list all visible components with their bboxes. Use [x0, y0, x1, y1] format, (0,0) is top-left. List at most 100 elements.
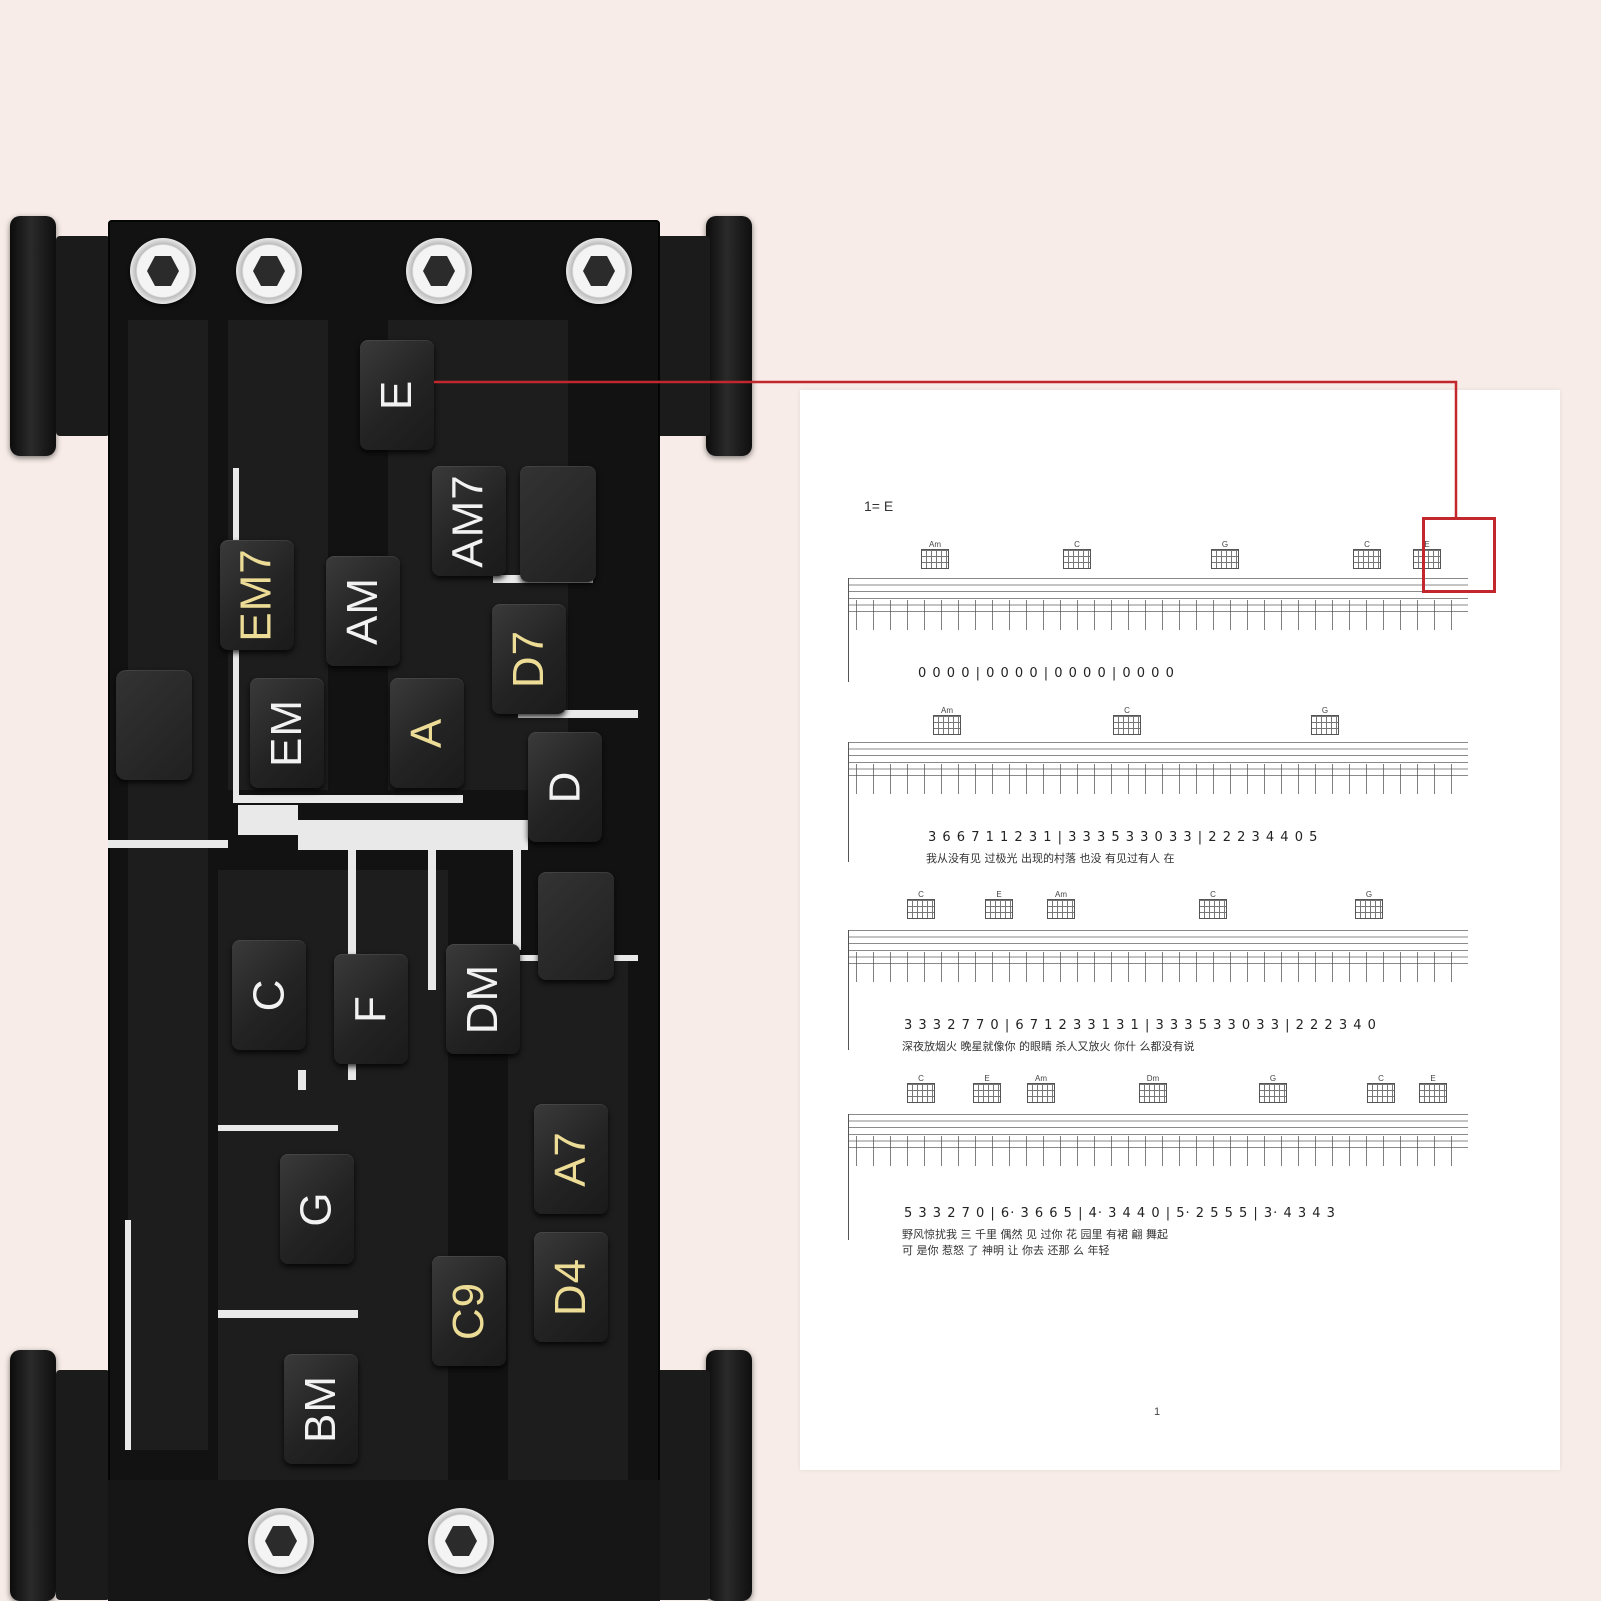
chord-diagram-name: E	[996, 890, 1002, 899]
slot-channel	[298, 820, 528, 850]
chord-diagram-name: E	[1430, 1074, 1436, 1083]
chord-key-E[interactable]: E	[360, 340, 434, 450]
rail	[128, 320, 208, 1450]
chord-key-label: C9	[444, 1281, 493, 1341]
slot-channel	[233, 795, 463, 803]
clamp-tab	[656, 236, 710, 436]
top-right-clamp	[706, 216, 752, 456]
slot-channel	[298, 1070, 306, 1090]
screw	[248, 1508, 314, 1574]
chord-diagram-name: C	[1210, 890, 1216, 899]
numbered-notation: 3 6 6 7 1 1 2 3 1 | 3 3 3 5 3 3 0 3 3 | …	[928, 830, 1319, 845]
chord-key-A7[interactable]: A7	[534, 1104, 608, 1214]
rail	[108, 1480, 660, 1601]
chord-diagram-name: G	[1321, 706, 1329, 715]
chord-grid-icon	[1259, 1083, 1287, 1103]
chord-diagram-name: C	[1124, 706, 1130, 715]
chord-diagram-name: Dm	[1146, 1074, 1160, 1083]
chord-grid-icon	[1355, 899, 1383, 919]
chord-grid-icon	[907, 899, 935, 919]
chord-grid-icon	[1211, 549, 1239, 569]
chord-key-label: A7	[545, 1131, 595, 1187]
numbered-notation: 3 3 3 2 7 7 0 | 6 7 1 2 3 3 1 3 1 | 3 3 …	[904, 1018, 1377, 1033]
blank-key[interactable]	[520, 466, 596, 582]
lyrics-line: 野风惊扰我 三 千里 偶然 见 过你 花 园里 有裙 翩 舞起	[902, 1228, 1168, 1241]
chord-grid-icon	[1367, 1083, 1395, 1103]
chord-grid-icon	[921, 549, 949, 569]
bottom-left-clamp	[10, 1350, 56, 1601]
chord-diagram-name: Am	[929, 540, 941, 549]
chord-grid-icon	[1419, 1083, 1447, 1103]
chord-diagram-name: C	[1364, 540, 1370, 549]
chord-key-DM[interactable]: DM	[446, 944, 520, 1054]
chord-diagram-name: G	[1365, 890, 1373, 899]
side-slider[interactable]	[116, 670, 192, 780]
chord-diagram-highlighted: E	[1412, 540, 1442, 569]
screw	[406, 238, 472, 304]
slot-channel	[218, 1125, 338, 1131]
chord-key-BM[interactable]: BM	[284, 1354, 358, 1464]
chord-grid-icon	[1113, 715, 1141, 735]
chord-diagram: E	[1418, 1074, 1448, 1103]
screw	[236, 238, 302, 304]
chord-diagram-name: Am	[941, 706, 953, 715]
clamp-tab	[56, 236, 110, 436]
numbered-notation: 0 0 0 0 | 0 0 0 0 | 0 0 0 0 | 0 0 0 0	[918, 666, 1175, 681]
chord-key-AM[interactable]: AM	[326, 556, 400, 666]
chord-key-label: BM	[296, 1375, 345, 1443]
chord-key-A[interactable]: A	[390, 678, 464, 788]
chord-grid-icon	[1063, 549, 1091, 569]
rhythm-stems	[856, 1136, 1464, 1166]
lyrics-line: 可 是你 惹怒 了 神明 让 你去 还那 么 年轻	[902, 1244, 1110, 1257]
slot-channel	[218, 1310, 358, 1318]
numbered-notation: 5 3 3 2 7 0 | 6· 3 6 6 5 | 4· 3 4 4 0 | …	[904, 1206, 1336, 1221]
chord-grid-icon	[1027, 1083, 1055, 1103]
chord-diagram-name: E	[1424, 540, 1430, 549]
chord-grid-icon	[973, 1083, 1001, 1103]
chord-key-label: DM	[458, 963, 507, 1035]
barline	[848, 930, 849, 1050]
slot-channel	[513, 820, 521, 950]
chord-diagram: Am	[920, 540, 950, 569]
chord-diagram: G	[1210, 540, 1240, 569]
blank-key[interactable]	[538, 872, 614, 980]
slot-channel	[125, 1220, 131, 1450]
chord-diagram: C	[906, 890, 936, 919]
bottom-right-clamp	[706, 1350, 752, 1601]
chord-diagram: Am	[1046, 890, 1076, 919]
chord-diagram: G	[1354, 890, 1384, 919]
barline	[848, 1114, 849, 1240]
chord-grid-icon	[1353, 549, 1381, 569]
chord-diagram-name: Am	[1055, 890, 1067, 899]
rhythm-stems	[856, 952, 1464, 982]
chord-key-C9[interactable]: C9	[432, 1256, 506, 1366]
chord-key-AM7[interactable]: AM7	[432, 466, 506, 576]
chord-grid-icon	[907, 1083, 935, 1103]
chord-grid-icon	[933, 715, 961, 735]
chord-grid-icon	[1047, 899, 1075, 919]
top-left-clamp	[10, 216, 56, 456]
chord-key-EM7[interactable]: EM7	[220, 540, 294, 650]
key-signature: 1= E	[864, 498, 894, 514]
chord-key-label: AM	[338, 577, 387, 645]
chord-diagram: C	[1352, 540, 1382, 569]
barline	[848, 742, 849, 862]
chord-key-C[interactable]: C	[232, 940, 306, 1050]
chord-key-D7[interactable]: D7	[492, 604, 566, 714]
chord-key-D4[interactable]: D4	[534, 1232, 608, 1342]
chord-grid-icon	[1311, 715, 1339, 735]
chord-diagram: G	[1310, 706, 1340, 735]
barline	[848, 578, 849, 682]
chord-grid-icon	[1199, 899, 1227, 919]
chord-key-label: A	[401, 717, 451, 749]
chord-key-F[interactable]: F	[334, 954, 408, 1064]
chord-diagram: C	[1366, 1074, 1396, 1103]
chord-key-D[interactable]: D	[528, 732, 602, 842]
chord-key-label: C	[244, 978, 293, 1012]
chord-key-EM[interactable]: EM	[250, 678, 324, 788]
chord-diagram: E	[972, 1074, 1002, 1103]
chord-diagram: G	[1258, 1074, 1288, 1103]
chord-key-G[interactable]: G	[280, 1154, 354, 1264]
chord-diagram-name: Am	[1035, 1074, 1047, 1083]
chord-diagram: C	[906, 1074, 936, 1103]
